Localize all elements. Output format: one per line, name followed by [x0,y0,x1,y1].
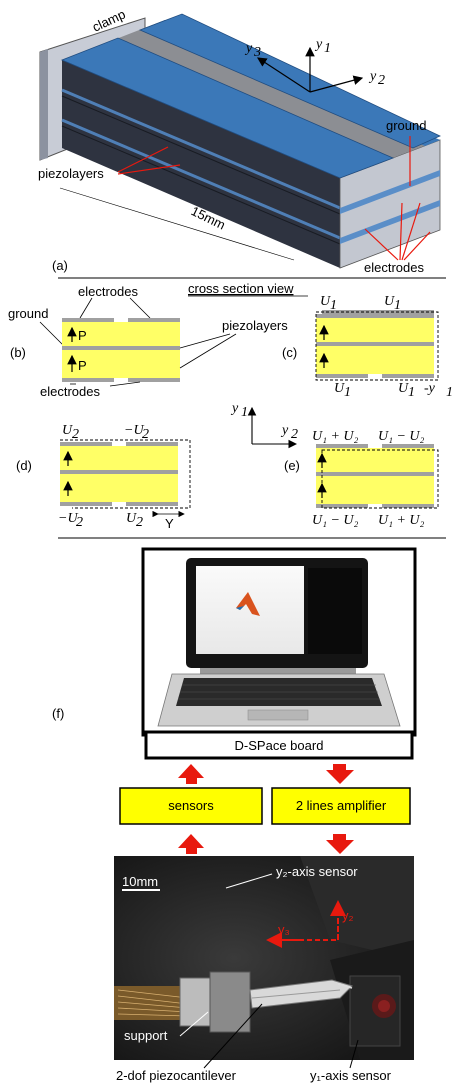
dspace-label: D-SPace board [235,738,324,753]
svg-text:U₁ + U₂: U₁ + U₂ [312,429,359,444]
tag-c: (c) [282,345,297,360]
svg-text:ground: ground [8,306,48,321]
svg-text:2: 2 [136,515,143,530]
svg-text:1: 1 [344,385,351,400]
piezolayers-label: piezolayers [38,166,104,181]
svg-text:U: U [320,294,331,309]
cantilever-label: 2-dof piezocantilever [116,1068,237,1083]
svg-text:U₁ + U₂: U₁ + U₂ [378,513,425,528]
svg-text:U: U [334,381,345,396]
svg-text:U: U [398,381,409,396]
svg-text:y: y [280,423,289,438]
svg-text:1: 1 [408,385,415,400]
panel-c: (c) U 1 U 1 U 1 U 1 -y 1 [282,294,453,400]
support-label: support [124,1028,168,1043]
electrode-left [60,37,395,179]
svg-text:-y: -y [424,381,436,396]
svg-text:2: 2 [378,73,385,88]
svg-text:1: 1 [324,41,331,56]
svg-text:2: 2 [291,427,298,442]
svg-text:y: y [314,37,323,52]
axes-a: y 3 y 1 y 2 [244,37,385,93]
svg-text:y₃: y₃ [278,922,290,937]
amplifier-label: 2 lines amplifier [296,798,387,813]
ground-label: ground [386,118,426,133]
svg-text:2: 2 [72,427,79,442]
photo-axes: y₃ y₂ [266,900,354,948]
svg-text:P: P [78,358,87,373]
sensors-label: sensors [168,798,214,813]
panel-d: (d) U 2 −U 2 −U 2 U 2 Y [16,423,191,531]
matlab-logo [236,592,260,616]
panel-e: (e) U₁ + U₂ U₁ − U₂ U₁ − U₂ U₁ + U₂ [284,429,439,528]
axes-mid: y 1 y 2 [230,401,298,449]
svg-text:y: y [368,69,377,84]
svg-text:electrodes: electrodes [40,384,100,399]
svg-text:1: 1 [446,385,453,400]
tag-b: (b) [10,345,26,360]
dspace-board [144,730,414,760]
tag-f: (f) [52,706,64,721]
tag-e: (e) [284,458,300,473]
panel-f: (f) D-SPace board [52,547,417,854]
svg-text:2: 2 [142,427,149,442]
svg-text:1: 1 [394,298,401,313]
svg-text:U₁ − U₂: U₁ − U₂ [312,513,359,528]
svg-text:−U: −U [124,423,144,438]
scale-label: 10mm [122,874,158,889]
setup-photo: 10mm y₂-axis sensor y₃ y₂ support [114,856,414,1060]
svg-text:−U: −U [58,511,78,526]
beam-side [62,60,340,268]
svg-text:Y: Y [165,516,174,531]
svg-text:3: 3 [253,45,261,60]
y2-sensor-label: y₂-axis sensor [276,864,358,879]
svg-text:y: y [230,401,239,416]
signal-arrows [178,764,354,854]
svg-text:1: 1 [241,405,248,420]
electrodes-label-a: electrodes [364,260,424,275]
svg-text:2: 2 [76,515,83,530]
svg-text:U: U [126,511,137,526]
cross-section-title: cross section view [188,281,294,296]
panel-a: clamp y 3 y 1 y 2 ground [38,6,441,275]
svg-text:y₂: y₂ [342,908,354,923]
svg-text:y: y [244,41,253,56]
svg-text:piezolayers: piezolayers [222,318,288,333]
y1-sensor-label: y₁-axis sensor [310,1068,392,1083]
svg-text:1: 1 [330,298,337,313]
svg-text:U: U [62,423,73,438]
panel-b: (b) electrodes ground P P piezolayers el… [8,284,288,399]
tag-d: (d) [16,458,32,473]
sensors-box [119,787,263,825]
svg-text:electrodes: electrodes [78,284,138,299]
svg-text:P: P [78,328,87,343]
amplifier-box [271,787,411,825]
svg-text:U: U [384,294,395,309]
svg-text:U₁ − U₂: U₁ − U₂ [378,429,425,444]
tag-a: (a) [52,258,68,273]
laptop-illustration [157,558,401,727]
